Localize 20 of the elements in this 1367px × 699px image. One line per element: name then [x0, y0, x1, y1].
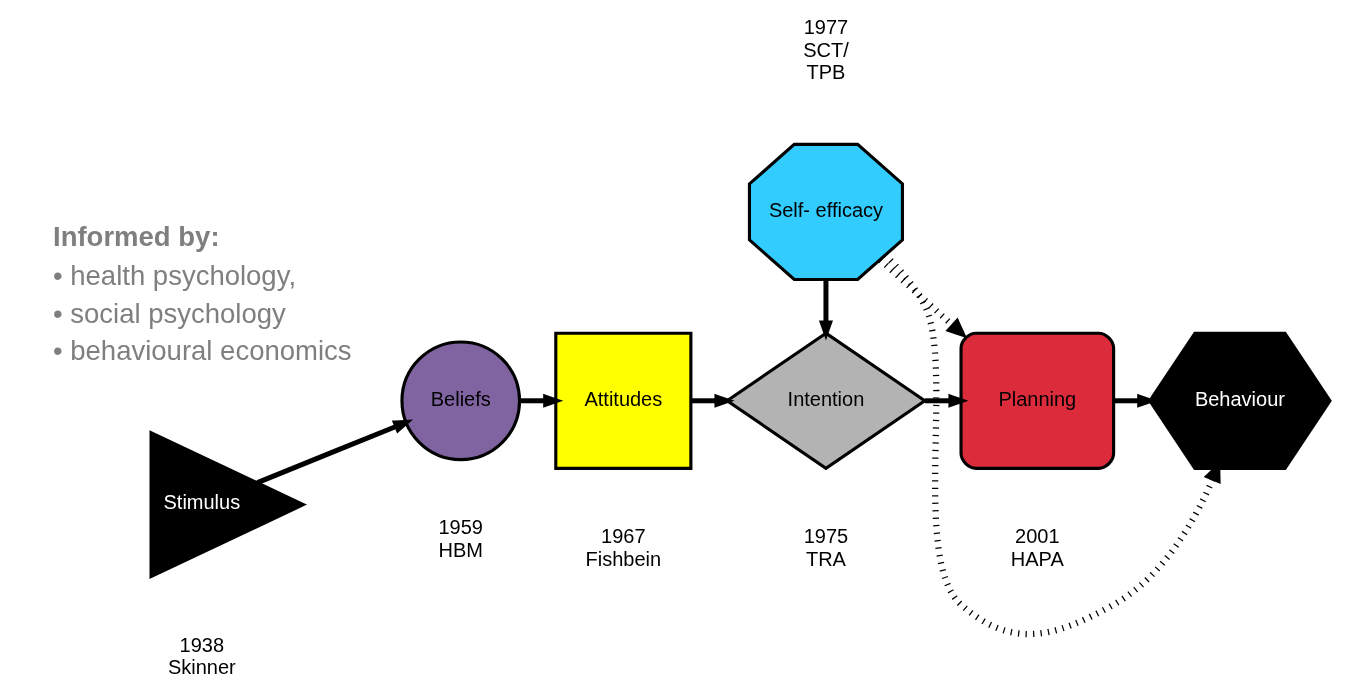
node-label: 1938 Skinner [167, 633, 236, 679]
node-label: 1959 HBM [438, 516, 483, 561]
node-label: 1975 TRA [803, 525, 848, 570]
node-label: 2001 HAPA [1010, 525, 1064, 570]
arrow [877, 257, 967, 339]
label: • social psychology [52, 297, 286, 329]
arrow [690, 393, 735, 408]
node-label: 1977 SCT/ TPB [802, 16, 849, 84]
label: • health psychology, [52, 260, 296, 292]
label: Informed by: [52, 221, 220, 253]
node-circle: Beliefs [399, 340, 521, 462]
arrow [256, 419, 413, 485]
arrow [924, 393, 968, 408]
node-box: Planning [958, 331, 1115, 470]
arrow [818, 279, 833, 341]
node-label: 1967 Fishbein [585, 525, 661, 570]
node-box: Attitudes [553, 331, 692, 470]
arrow [882, 253, 1221, 638]
arrow [519, 393, 563, 408]
label: • behavioural economics [52, 335, 352, 367]
